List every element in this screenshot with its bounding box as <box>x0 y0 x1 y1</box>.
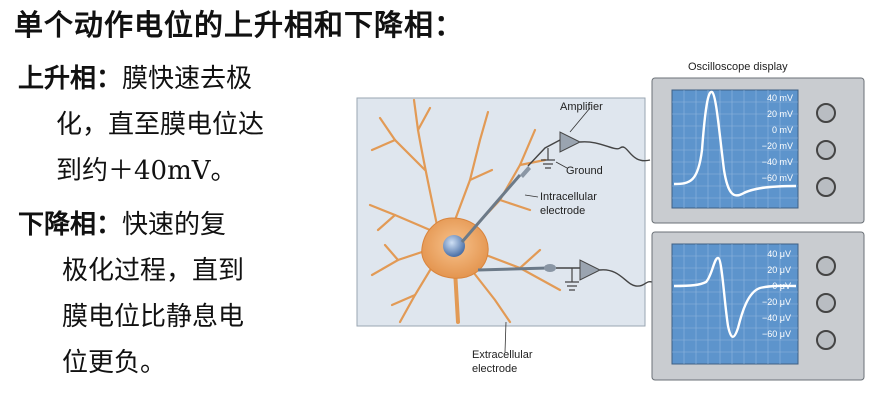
scope2-tick-2: 20 μV <box>767 265 791 275</box>
intracellular-label-1: Intracellular <box>540 191 597 203</box>
scope2-tick-6: −60 μV <box>762 329 791 339</box>
scope1-tick-3: 0 mV <box>772 125 793 135</box>
scope2-knob-3[interactable] <box>816 330 836 350</box>
scope1-tick-2: 20 mV <box>767 109 793 119</box>
scope1-knob-2[interactable] <box>816 140 836 160</box>
intracellular-label-2: electrode <box>540 205 585 217</box>
falling-phase-text: 下降相：快速的复 极化过程，直到 膜电位比静息电 位更负。 <box>18 202 244 386</box>
scope2-tick-4: −20 μV <box>762 297 791 307</box>
amplifier-1-icon <box>559 131 582 153</box>
extracellular-label-1: Extracellular <box>472 349 533 361</box>
extracellular-electrode <box>477 266 549 272</box>
falling-line-4: 位更负。 <box>62 348 167 378</box>
rising-line-2: 化，直至膜电位达 <box>56 110 265 140</box>
extracellular-trace <box>673 256 797 338</box>
neuron-nucleus <box>443 235 465 257</box>
scope2-knob-1[interactable] <box>816 256 836 276</box>
falling-line-3: 膜电位比静息电 <box>62 302 245 332</box>
ground-2-icon <box>565 281 579 291</box>
oscilloscope-title: Oscilloscope display <box>688 61 788 73</box>
falling-phase-label: 下降相： <box>18 210 123 240</box>
action-potential-trace <box>673 90 797 197</box>
ground-1-icon <box>541 159 555 169</box>
scope1-tick-4: −20 mV <box>762 141 793 151</box>
scope1-tick-6: −60 mV <box>762 173 793 183</box>
scope2-tick-5: −40 μV <box>762 313 791 323</box>
page-title: 单个动作电位的上升相和下降相： <box>14 8 465 42</box>
scope1-tick-1: 40 mV <box>767 93 793 103</box>
extracellular-label-2: electrode <box>472 363 517 375</box>
rising-phase-text: 上升相：膜快速去极 化，直至膜电位达 到约＋40mV。 <box>18 56 264 194</box>
rising-line-3: 到约＋40mV。 <box>56 156 237 186</box>
neuron-panel <box>356 97 646 327</box>
ground-label: Ground <box>566 165 603 177</box>
scope2-knob-2[interactable] <box>816 293 836 313</box>
amplifier-label: Amplifier <box>560 101 603 113</box>
falling-line-1: 快速的复 <box>122 210 227 240</box>
scope1-tick-5: −40 mV <box>762 157 793 167</box>
scope2-tick-3: 0 μV <box>772 281 791 291</box>
scope2-tick-1: 40 μV <box>767 249 791 259</box>
intracellular-electrode <box>460 174 522 243</box>
falling-line-2: 极化过程，直到 <box>62 256 245 286</box>
scope1-knob-1[interactable] <box>816 103 836 123</box>
rising-line-1: 膜快速去极 <box>122 64 253 94</box>
oscilloscope-1-screen <box>671 89 799 209</box>
scope1-knob-3[interactable] <box>816 177 836 197</box>
rising-phase-label: 上升相： <box>18 64 123 94</box>
amplifier-2-icon <box>579 259 602 281</box>
